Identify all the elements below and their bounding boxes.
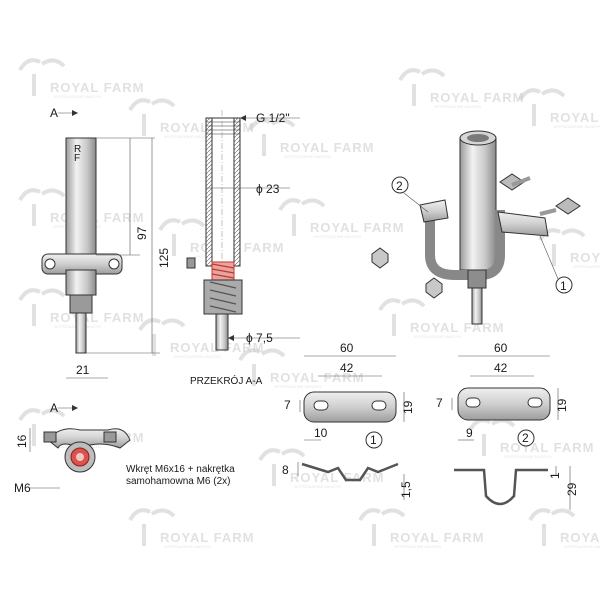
b2-hole: 7	[436, 396, 443, 410]
b1-spacing: 42	[340, 361, 354, 375]
svg-text:1: 1	[370, 433, 377, 447]
watermark-brand: ROYAL FARM	[550, 110, 600, 125]
watermark-tagline: WYPOSAŻENIE MASZYN	[504, 454, 551, 459]
b1-edge: 10	[314, 426, 328, 440]
b1-height: 19	[401, 400, 415, 414]
watermark-brand: ROYAL FARM	[50, 310, 145, 325]
section-mark-bottom: A	[50, 401, 58, 415]
callout-2	[517, 429, 535, 447]
bracket-2-drawing: 60 42 7 19 9 2 1 29	[436, 341, 579, 510]
watermark-brand: ROYAL FARM	[280, 140, 375, 155]
b1-offset: 1,5	[399, 481, 413, 498]
svg-text:2: 2	[522, 431, 529, 445]
watermark-brand: ROYAL FARM	[270, 370, 365, 385]
watermark-tagline: WYPOSAŻENIE MASZYN	[414, 334, 461, 339]
screw-note-2: samohamowna M6 (2x)	[126, 476, 230, 487]
dim-16: 16	[15, 434, 29, 448]
watermark-brand: ROYAL FARM	[160, 530, 255, 545]
dim-125: 125	[157, 248, 171, 268]
watermark-brand: ROYAL FARM	[50, 80, 145, 95]
tube-body	[65, 137, 97, 256]
dim-97: 97	[135, 226, 149, 240]
b1-thickness: 8	[282, 463, 289, 477]
b2-thickness: 1	[548, 472, 562, 479]
watermark-brand: ROYAL FARM	[430, 90, 525, 105]
top-view: A 16 M6 Wkręt M6x16 + nakrętka samohamow…	[14, 428, 235, 495]
b2-spacing: 42	[494, 361, 508, 375]
watermark-tagline: WYPOSAŻENIE MASZYN	[164, 134, 211, 139]
b2-edge: 9	[466, 426, 473, 440]
watermark-brand: ROYAL FARM	[410, 320, 505, 335]
section-view: G 1/2" ϕ 23 ϕ 7,5 PRZEKRÓJ A-A	[186, 110, 300, 387]
section-mark-top: A	[50, 106, 58, 120]
bracket-1-plate	[303, 391, 397, 423]
screw-note-1: Wkręt M6x16 + nakrętka	[126, 464, 235, 475]
nut-2	[425, 277, 443, 299]
bracket-1-profile	[301, 462, 399, 482]
watermark-tagline: WYPOSAŻENIE MASZYN	[54, 94, 101, 99]
front-view: A R F 97 125 21 A	[41, 106, 171, 415]
svg-text:F: F	[74, 153, 80, 164]
svg-text:2: 2	[396, 179, 403, 193]
callout-1	[365, 431, 383, 449]
bracket-2-plate	[457, 387, 551, 421]
watermark-brand: ROYAL FARM	[50, 210, 145, 225]
b2-depth: 29	[565, 482, 579, 496]
callout-2-iso	[391, 176, 409, 194]
diameter-7-5: ϕ 7,5	[246, 331, 273, 345]
watermark-brand: ROYAL FARM	[310, 220, 405, 235]
watermark-tagline: WYPOSAŻENIE MASZYN	[174, 354, 221, 359]
b1-hole: 7	[284, 398, 291, 412]
b2-length: 60	[494, 341, 508, 355]
dim-21: 21	[76, 363, 90, 377]
pin	[75, 312, 87, 354]
b1-length: 60	[340, 341, 354, 355]
thread-m6: M6	[14, 481, 31, 495]
watermark-tagline: WYPOSAŻENIE MASZYN	[434, 104, 481, 109]
hex-nut	[69, 294, 93, 314]
watermark-brand: ROYAL FARM	[500, 440, 595, 455]
isometric-view: 2 1	[371, 130, 581, 325]
watermark-brand: ROYAL FARM	[570, 250, 600, 265]
callout-1-iso	[555, 276, 573, 294]
watermark-tagline: WYPOSAŻENIE MASZYN	[294, 484, 341, 489]
nut-1	[371, 247, 389, 269]
diameter-23: ϕ 23	[256, 182, 280, 196]
bracket-2-profile	[454, 468, 548, 506]
watermark-tagline: WYPOSAŻENIE MASZYN	[394, 544, 441, 549]
bracket-1-drawing: 60 42 7 19 10 1 8 1,5	[282, 341, 415, 500]
watermark-tagline: WYPOSAŻENIE MASZYN	[564, 544, 600, 549]
watermark-brand: ROYAL FARM	[290, 470, 385, 485]
b2-height: 19	[555, 398, 569, 412]
watermark-tagline: WYPOSAŻENIE MASZYN	[574, 264, 600, 269]
rf-mark: R	[74, 144, 81, 155]
watermark-tagline: WYPOSAŻENIE MASZYN	[164, 544, 211, 549]
watermark-tagline: WYPOSAŻENIE MASZYN	[274, 384, 321, 389]
spring	[211, 261, 235, 281]
watermark-tagline: WYPOSAŻENIE MASZYN	[284, 154, 331, 159]
watermark-brand: ROYAL FARM	[390, 530, 485, 545]
iso-tube	[459, 137, 497, 271]
section-caption: PRZEKRÓJ A-A	[190, 374, 263, 387]
watermark-brand: ROYAL FARM	[560, 530, 600, 545]
thread-label: G 1/2"	[256, 111, 290, 125]
watermark-tagline: WYPOSAŻENIE MASZYN	[554, 124, 600, 129]
iso-bracket	[497, 211, 549, 237]
watermark-tagline: WYPOSAŻENIE MASZYN	[314, 234, 361, 239]
svg-text:1: 1	[560, 279, 567, 293]
